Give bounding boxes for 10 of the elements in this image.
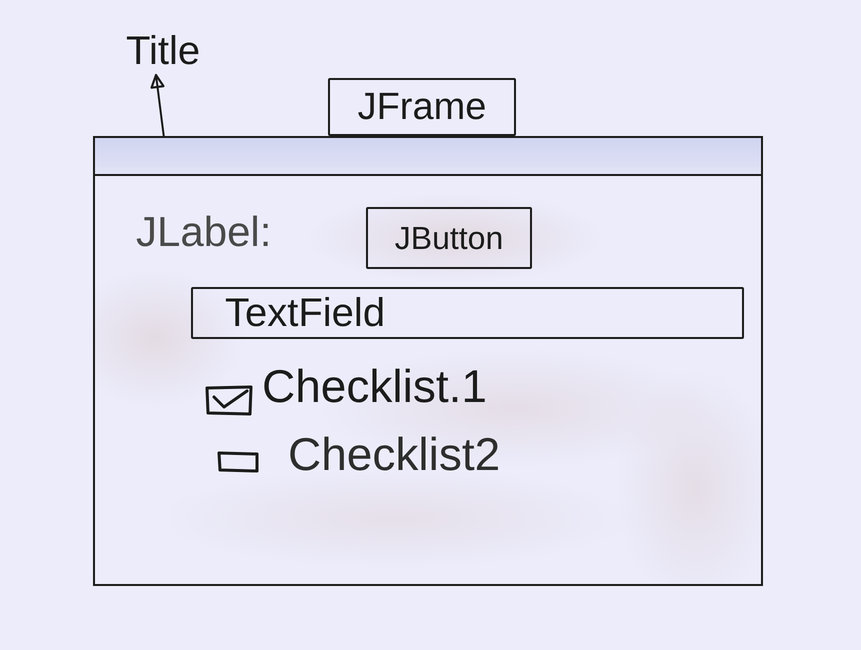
button: JButton [366,207,532,269]
text-field: TextField [191,287,744,339]
arrow [150,74,165,139]
option-text: Checklist.1 [262,360,487,413]
window-frame [93,136,763,586]
option-text: Checklist2 [288,428,500,481]
frame-tab: JFrame [328,78,516,136]
label-text: JLabel: [136,208,272,256]
title-bar [95,138,761,176]
annotation-text: Title [126,28,200,74]
